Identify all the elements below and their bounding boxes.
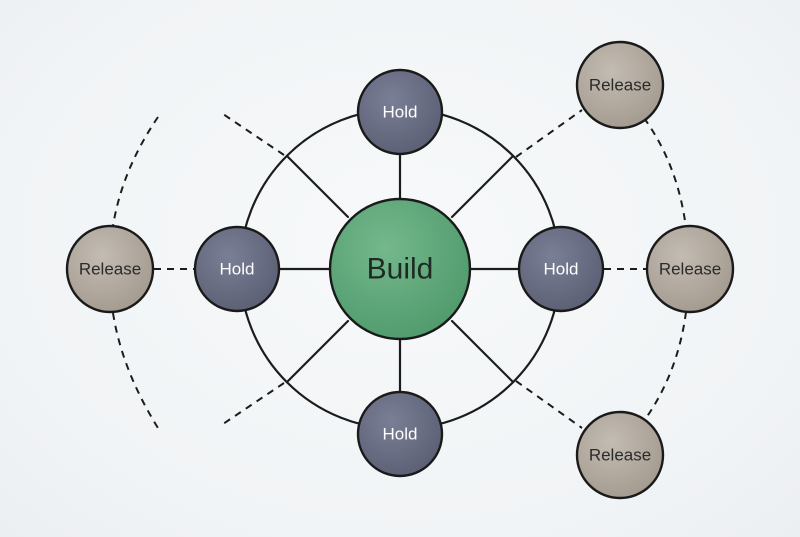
diagonal-spokes [285, 154, 515, 384]
release-node-bottom-right[interactable]: Release [575, 410, 665, 500]
dash-ne-out [515, 109, 583, 158]
spoke-nw [285, 154, 350, 219]
release-node-right[interactable]: Release [645, 224, 735, 314]
dash-nw-out [219, 111, 285, 156]
hold-node-bottom-label: Hold [383, 425, 418, 444]
hold-node-left[interactable]: Hold [193, 225, 281, 313]
hold-connectors [276, 152, 520, 394]
spoke-se [450, 319, 515, 384]
release-node-top-right[interactable]: Release [575, 40, 665, 130]
center-node-label: Build [367, 253, 434, 286]
center-node-build[interactable]: Build [328, 197, 472, 341]
hold-node-top[interactable]: Hold [356, 68, 444, 156]
release-node-top-right-label: Release [589, 76, 651, 95]
release-node-left[interactable]: Release [65, 224, 155, 314]
hold-node-left-label: Hold [220, 260, 255, 279]
dash-se-out [515, 380, 583, 429]
hold-node-top-label: Hold [383, 103, 418, 122]
spoke-sw [285, 319, 350, 384]
dash-left-arc-top [112, 116, 159, 227]
hold-node-bottom[interactable]: Hold [356, 390, 444, 478]
dash-right-arc-bottom [645, 311, 687, 419]
dash-sw-out [219, 382, 285, 427]
hold-node-right-label: Hold [544, 260, 579, 279]
dash-right-arc-top [643, 117, 687, 229]
dash-left-arc-bottom [112, 312, 159, 429]
hold-node-right[interactable]: Hold [517, 225, 605, 313]
release-node-right-label: Release [659, 260, 721, 279]
spoke-ne [450, 154, 515, 219]
dashed-connections [112, 109, 687, 429]
release-node-bottom-right-label: Release [589, 446, 651, 465]
release-node-left-label: Release [79, 260, 141, 279]
